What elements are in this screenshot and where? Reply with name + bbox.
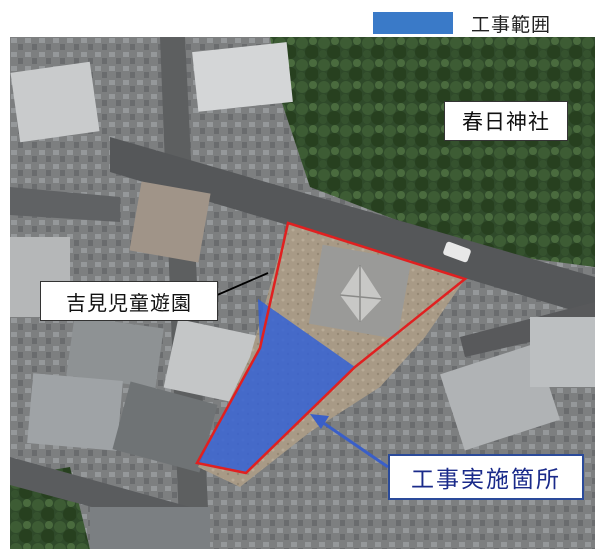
work-area-polygon [197, 299, 355, 473]
site-arrow [321, 420, 389, 469]
legend: 工事範囲 [373, 10, 551, 36]
park-boundary [195, 221, 468, 475]
label-yoshimi-park: 吉見児童遊園 [40, 281, 218, 321]
site-arrow-head [310, 414, 329, 429]
aerial-map: 春日神社 吉見児童遊園 工事実施箇所 [10, 37, 595, 549]
legend-label: 工事範囲 [471, 13, 552, 36]
label-work-site: 工事実施箇所 [388, 454, 584, 500]
legend-swatch [373, 12, 453, 34]
park-leader-line [207, 272, 269, 300]
label-kasuga-shrine: 春日神社 [444, 101, 568, 141]
